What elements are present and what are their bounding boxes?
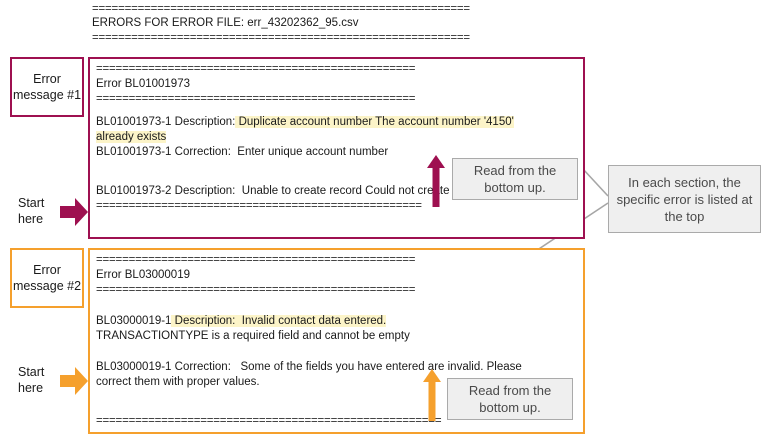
- description-3-highlight: Description: Invalid contact data entere…: [171, 315, 387, 327]
- label-error-message-1-text: Error message #1: [12, 72, 82, 102]
- description-3-row2: TRANSACTIONTYPE is a required field and …: [96, 330, 410, 342]
- header-rule-top: ========================================…: [92, 3, 470, 15]
- rule-top-2: ========================================…: [96, 254, 416, 266]
- description-2-label: BL01001973-2 Description:: [96, 185, 236, 197]
- page-title: ERRORS FOR ERROR FILE: err_43202362_95.c…: [92, 17, 359, 29]
- header-rule-bottom: ========================================…: [92, 32, 470, 44]
- correction-2-text: Some of the fields you have entered are …: [230, 361, 522, 373]
- correction-1-row: BL01001973-1 Correction: Enter unique ac…: [96, 145, 566, 160]
- spacer-2b: [96, 306, 566, 314]
- label-error-message-1: Error message #1: [10, 57, 84, 117]
- rule-top-1: ========================================…: [96, 63, 416, 75]
- label-error-message-2-text: Error message #2: [12, 263, 82, 293]
- description-1-highlight: Duplicate account number The account num…: [235, 116, 514, 128]
- description-1-row2: already exists: [96, 130, 566, 145]
- callout-read-bottom-up-1-text: Read from the bottom up.: [473, 163, 557, 195]
- description-1-row: BL01001973-1 Description: Duplicate acco…: [96, 115, 566, 130]
- correction-2-label: BL03000019-1 Correction:: [96, 361, 231, 373]
- label-error-message-2: Error message #2: [10, 248, 84, 308]
- rule-mid-1: ========================================…: [96, 93, 416, 105]
- header-block: ========================================…: [92, 2, 562, 45]
- read-up-arrow-icon-1: [427, 155, 445, 207]
- start-here-label-1: Start here: [18, 196, 45, 226]
- read-up-arrow-icon-2: [423, 369, 441, 421]
- description-1-label: BL01001973-1 Description:: [96, 116, 236, 128]
- error-id-2: Error BL03000019: [96, 269, 190, 281]
- rule-bottom-2: ========================================…: [96, 415, 442, 427]
- callout-side-note-text: In each section, the specific error is l…: [616, 174, 753, 224]
- correction-2-row: BL03000019-1 Correction: Some of the fie…: [96, 360, 566, 375]
- spacer-1a: [96, 107, 566, 115]
- callout-read-bottom-up-1: Read from the bottom up.: [452, 158, 578, 200]
- rule-mid-2: ========================================…: [96, 284, 416, 296]
- description-3-row: BL03000019-1 Description: Invalid contac…: [96, 314, 566, 329]
- correction-1-label: BL01001973-1 Correction:: [96, 146, 231, 158]
- error-id-1: Error BL01001973: [96, 78, 190, 90]
- error-message-box-1: [88, 57, 585, 239]
- description-3-prefix: BL03000019-1: [96, 315, 172, 327]
- description-1-highlight-2: already exists: [96, 131, 167, 143]
- callout-read-bottom-up-2: Read from the bottom up.: [447, 378, 573, 420]
- spacer-2a: [96, 298, 566, 306]
- correction-1-text: Enter unique account number: [230, 146, 389, 158]
- callout-read-bottom-up-2-text: Read from the bottom up.: [468, 383, 552, 415]
- rule-bottom-1: ========================================…: [96, 200, 422, 212]
- correction-2-row2: correct them with proper values.: [96, 376, 260, 388]
- spacer-2d: [96, 352, 566, 360]
- start-here-arrow-icon-1: [60, 198, 88, 226]
- start-here-arrow-icon-2: [60, 367, 88, 395]
- start-here-label-2: Start here: [18, 365, 45, 395]
- spacer-2c: [96, 344, 566, 352]
- error-text-2: ========================================…: [96, 253, 566, 429]
- callout-side-note: In each section, the specific error is l…: [608, 165, 761, 233]
